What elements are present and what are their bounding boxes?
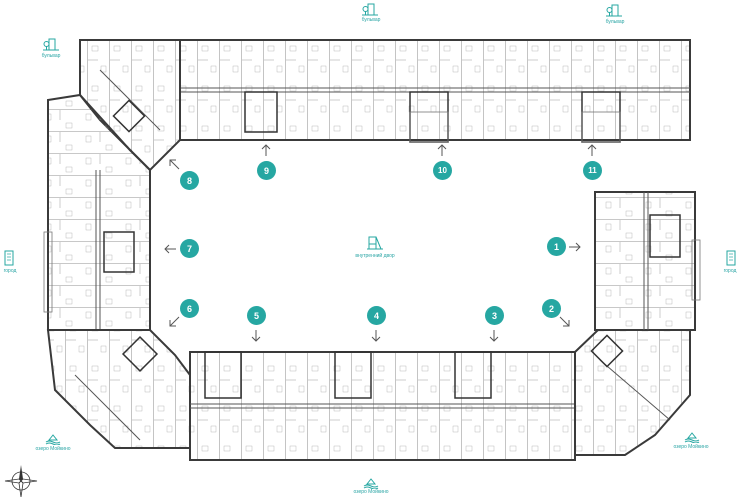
arrow-down-icon bbox=[489, 330, 499, 342]
section-9-button[interactable]: 9 bbox=[257, 161, 276, 180]
arrow-down-icon bbox=[371, 330, 381, 342]
lake-icon bbox=[45, 432, 61, 450]
tree-building-icon bbox=[362, 2, 378, 21]
section-6-button[interactable]: 6 bbox=[180, 299, 199, 318]
section-7-button[interactable]: 7 bbox=[180, 239, 199, 258]
section-1-button[interactable]: 1 bbox=[547, 237, 566, 256]
section-4-button[interactable]: 4 bbox=[367, 306, 386, 325]
city-building-icon bbox=[726, 250, 736, 271]
arrow-down-left-icon bbox=[169, 316, 180, 327]
arrow-down-icon bbox=[251, 330, 261, 342]
section-8-button[interactable]: 8 bbox=[180, 171, 199, 190]
section-3-button[interactable]: 3 bbox=[485, 306, 504, 325]
city-building-icon bbox=[4, 250, 14, 271]
label-lake-bottom-left: озеро Мойкино bbox=[35, 446, 71, 452]
section-5-button[interactable]: 5 bbox=[247, 306, 266, 325]
wing-bottom bbox=[189, 351, 576, 461]
arrow-up-icon bbox=[437, 144, 447, 156]
label-boulevard-top-right: бульвар bbox=[605, 19, 625, 25]
playground-icon bbox=[367, 235, 383, 256]
wing-right bbox=[594, 191, 701, 331]
label-boulevard-top: бульвар bbox=[361, 17, 381, 23]
label-lake-bottom: озеро Мойкино bbox=[353, 489, 389, 495]
label-boulevard-left: бульвар bbox=[41, 53, 61, 59]
label-lake-bottom-right: озеро Мойкино bbox=[673, 444, 709, 450]
arrow-up-left-icon bbox=[169, 159, 180, 170]
label-courtyard: внутренний двор bbox=[355, 253, 395, 259]
tree-building-icon bbox=[43, 37, 59, 56]
wing-top bbox=[179, 39, 691, 143]
wing-corner-bottom-right bbox=[574, 329, 691, 456]
arrow-down-right-icon bbox=[559, 316, 570, 327]
arrow-up-icon bbox=[587, 144, 597, 156]
section-10-button[interactable]: 10 bbox=[433, 161, 452, 180]
arrow-right-icon bbox=[569, 242, 581, 252]
tree-building-icon bbox=[606, 3, 622, 22]
wing-corner-bottom-left bbox=[46, 329, 191, 449]
compass-rose-icon bbox=[4, 465, 38, 498]
arrow-left-icon bbox=[164, 244, 176, 254]
label-city-right: город bbox=[723, 268, 737, 274]
section-11-button[interactable]: 11 bbox=[583, 161, 602, 180]
arrow-up-icon bbox=[261, 144, 271, 156]
label-city-left: город bbox=[3, 268, 17, 274]
lake-icon bbox=[363, 476, 379, 494]
section-2-button[interactable]: 2 bbox=[542, 299, 561, 318]
lake-icon bbox=[684, 430, 700, 448]
